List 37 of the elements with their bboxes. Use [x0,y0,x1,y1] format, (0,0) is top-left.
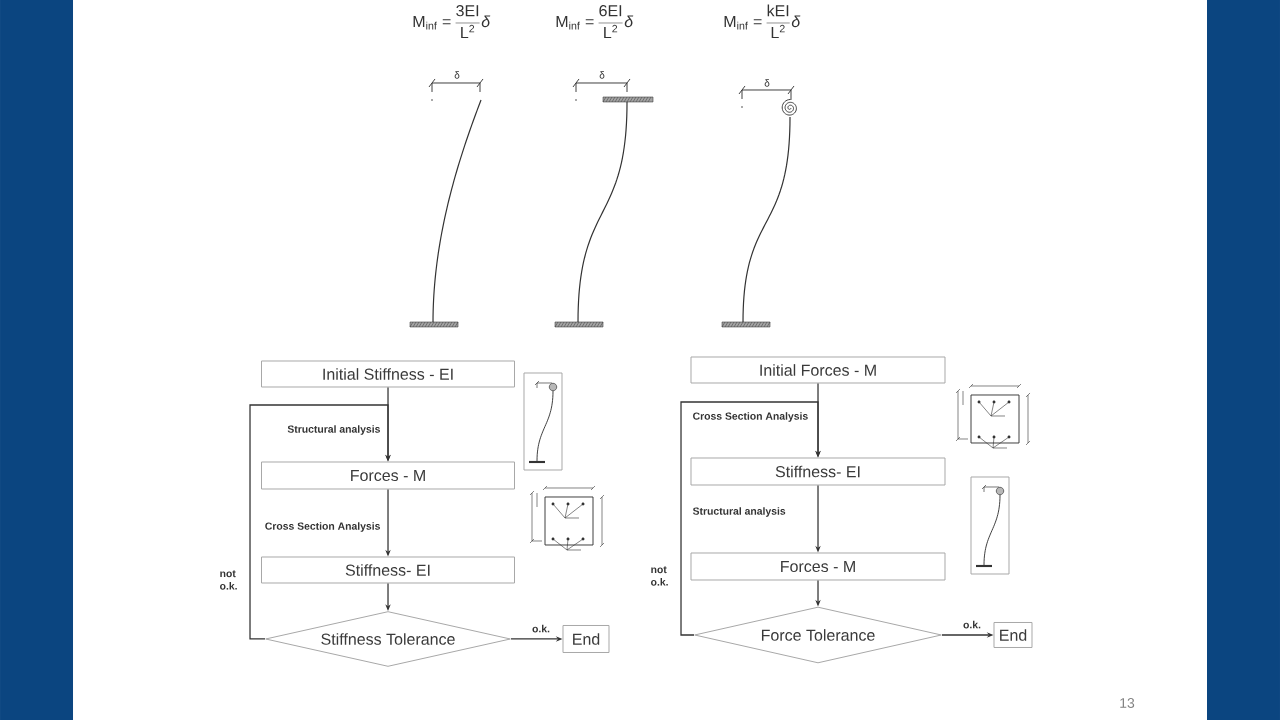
label: δ [791,15,801,28]
process-box: Stiffness- EI [690,457,946,486]
label: 6EI [599,5,622,17]
label: δ [624,15,634,28]
label: L$^{2}$ [461,24,475,39]
edge-label: not o.k. [651,566,668,586]
label: M$_{inf}$ = [556,16,594,30]
end-box: End [993,622,1033,648]
formula: M$_{inf}$ = 6EI L$^{2}$ δ [556,5,634,39]
dimension-label: δ [454,71,460,79]
edge-label: Structural analysis [287,425,380,435]
edge-label: Structural analysis [692,507,786,517]
page-number: 13 [1120,698,1135,708]
loop-arrow [249,404,391,640]
dimension-label: δ [599,71,605,79]
label: 3EI [456,5,479,17]
process-box: Initial Forces - M [690,356,946,384]
label: M$_{inf}$ = [413,16,451,30]
process-box: Forces - M [261,461,515,490]
formula: M$_{inf}$ = 3EI L$^{2}$ δ [413,5,491,39]
edge-label: Cross Section Analysis [693,412,808,422]
loop-arrow [680,401,821,636]
end-box: End [562,625,610,653]
process-box: Stiffness- EI [261,556,515,584]
dimension-label: δ [764,79,770,87]
label: δ [481,15,491,28]
label: L$^{2}$ [604,24,618,39]
edge-label: o.k. [963,620,981,629]
formula: M$_{inf}$ = kEI L$^{2}$ δ [724,4,801,39]
process-box: Initial Stiffness - EI [261,360,515,388]
label: kEI [767,4,789,17]
edge-label: Cross Section Analysis [265,522,380,532]
label: L$^{2}$ [771,24,785,39]
process-box: Forces - M [690,552,946,581]
edge-label: o.k. [532,624,550,633]
label: M$_{inf}$ = [724,16,762,30]
edge-label: not o.k. [220,570,237,590]
